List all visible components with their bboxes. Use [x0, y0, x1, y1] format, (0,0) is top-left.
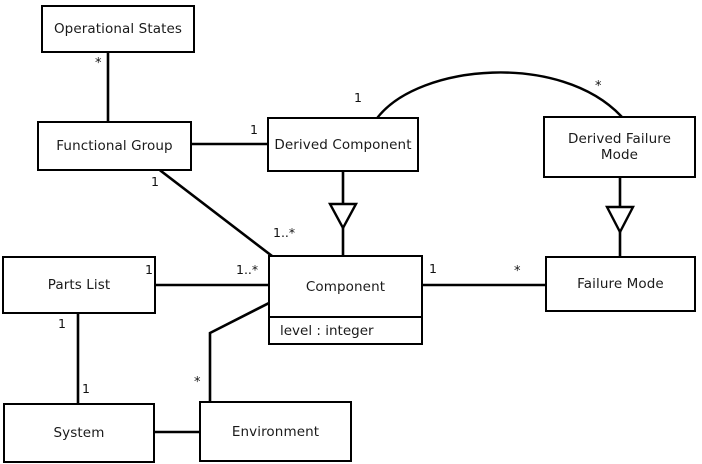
class-name-operational-states: Operational States: [53, 21, 183, 37]
multiplicity-functional-group-component-near: 1: [151, 174, 159, 189]
class-box-operational-states[interactable]: Operational States: [41, 5, 195, 53]
edge-derived-component-to-derived-failure-mode: [376, 71, 623, 119]
edge-environment-to-component: [208, 301, 271, 403]
class-name-derived-component: Derived Component: [274, 136, 412, 153]
multiplicity-parts-list-component-far: 1..*: [236, 262, 259, 277]
class-name-system: System: [53, 425, 105, 441]
multiplicity-environment-component: *: [194, 375, 201, 390]
class-box-system[interactable]: System: [3, 403, 155, 463]
multiplicity-parts-list-component-near: 1: [145, 262, 153, 277]
multiplicity-parts-list-system-top: 1: [58, 316, 66, 331]
class-box-component[interactable]: Component level : integer: [268, 255, 423, 345]
multiplicity-operational-states-functional-group: *: [95, 56, 102, 71]
multiplicity-derived-failure-mode-arc-far: *: [595, 79, 602, 94]
multiplicity-functional-group-component-far: 1..*: [273, 225, 296, 240]
edge-functional-group-to-component: [159, 169, 274, 258]
multiplicity-parts-list-system-bottom: 1: [82, 381, 90, 396]
class-box-failure-mode[interactable]: Failure Mode: [545, 256, 696, 312]
class-name-failure-mode: Failure Mode: [577, 276, 664, 292]
class-name-environment: Environment: [231, 423, 320, 440]
generalization-arrowhead-failure-mode: [605, 205, 635, 235]
multiplicity-derived-component-arc-near: 1: [354, 90, 362, 105]
class-name-parts-list: Parts List: [47, 277, 111, 293]
multiplicity-component-failure-mode-near: 1: [429, 261, 437, 276]
class-name-component: Component: [305, 278, 386, 295]
class-box-functional-group[interactable]: Functional Group: [37, 121, 192, 171]
class-name-functional-group: Functional Group: [56, 138, 173, 154]
generalization-arrowhead-component: [327, 202, 359, 231]
class-attribute-component-level: level : integer: [270, 316, 421, 343]
multiplicity-functional-group-derived-component: 1: [250, 122, 258, 137]
class-box-derived-component[interactable]: Derived Component: [267, 117, 419, 172]
class-box-parts-list[interactable]: Parts List: [2, 256, 156, 314]
multiplicity-component-failure-mode-far: *: [514, 264, 521, 279]
class-box-derived-failure-mode[interactable]: Derived Failure Mode: [543, 116, 696, 178]
class-box-environment[interactable]: Environment: [199, 401, 352, 462]
class-name-derived-failure-mode: Derived Failure Mode: [567, 131, 672, 163]
